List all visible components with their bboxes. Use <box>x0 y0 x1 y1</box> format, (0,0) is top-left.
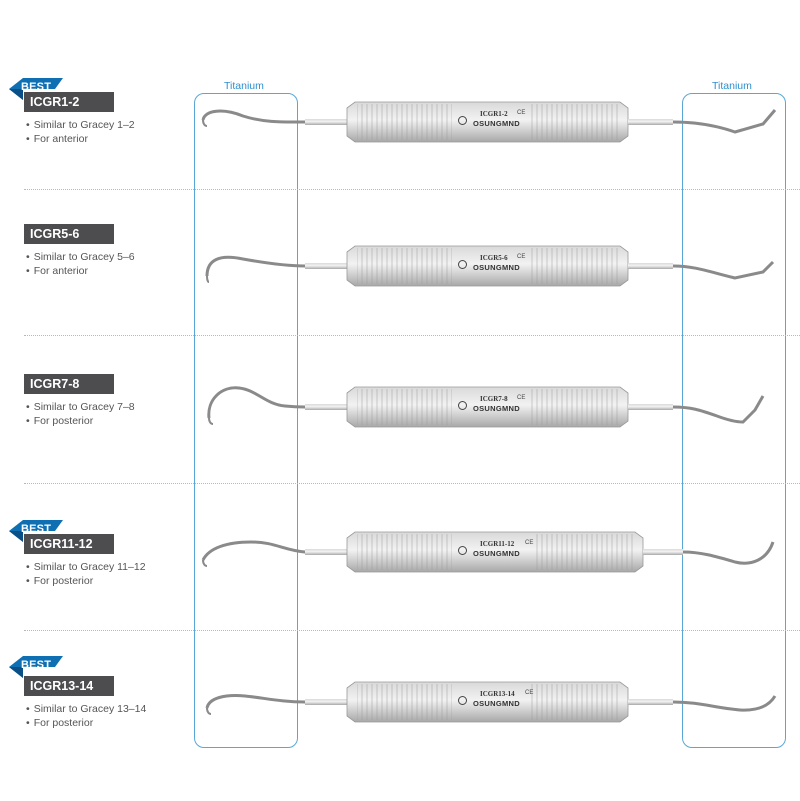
product-bullets: Similar to Gracey 11–12 For posterior <box>26 560 146 588</box>
brand-mark: OSUNGMND <box>473 699 520 708</box>
engraved-code: ICGR1-2 <box>480 110 508 118</box>
gear-logo-icon <box>458 546 467 555</box>
ce-mark: CE <box>517 110 526 116</box>
row-separator <box>24 630 800 631</box>
product-bullets: Similar to Gracey 13–14 For posterior <box>26 702 147 730</box>
brand-mark: OSUNGMND <box>473 404 520 413</box>
ce-mark: CE <box>525 540 534 546</box>
product-code: ICGR5-6 <box>24 224 114 244</box>
bullet-item: Similar to Gracey 5–6 <box>26 250 135 264</box>
bullet-item: For anterior <box>26 132 135 146</box>
bullet-item: For posterior <box>26 574 146 588</box>
best-badge: BEST <box>9 520 63 542</box>
best-badge: BEST <box>9 78 63 100</box>
bullet-item: For posterior <box>26 716 146 730</box>
product-row: ICGR5-6 Similar to Gracey 5–6 For anteri… <box>0 220 800 365</box>
titanium-frame-right <box>682 93 786 748</box>
best-ribbon-icon <box>9 520 63 542</box>
gear-logo-icon <box>458 260 467 269</box>
instrument-image: ICGR11-12 OSUNGMND CE <box>195 522 785 592</box>
product-row: ICGR7-8 Similar to Gracey 7–8 For poster… <box>0 370 800 515</box>
bullet-item: Similar to Gracey 1–2 <box>26 118 135 132</box>
bullet-item: Similar to Gracey 13–14 <box>26 702 147 716</box>
titanium-label-right: Titanium <box>712 80 752 92</box>
product-code: ICGR11-12 <box>24 534 114 554</box>
best-badge-label: BEST <box>21 81 52 93</box>
engraved-code: ICGR11-12 <box>480 540 515 548</box>
product-bullets: Similar to Gracey 5–6 For anterior <box>26 250 135 278</box>
ce-mark: CE <box>517 254 526 260</box>
instrument-image: ICGR13-14 OSUNGMND CE <box>195 668 785 738</box>
product-code: ICGR1-2 <box>24 92 114 112</box>
instrument-image: ICGR5-6 OSUNGMND CE <box>195 226 785 296</box>
bullet-item: For posterior <box>26 414 135 428</box>
product-code: ICGR7-8 <box>24 374 114 394</box>
best-ribbon-icon <box>9 78 63 100</box>
product-row: BEST ICGR13-14 Similar to Gracey 13–14 F… <box>0 656 800 801</box>
best-badge-label: BEST <box>21 659 52 671</box>
gear-logo-icon <box>458 401 467 410</box>
product-row: BEST ICGR11-12 Similar to Gracey 11–12 F… <box>0 520 800 665</box>
row-separator <box>24 189 800 190</box>
brand-mark: OSUNGMND <box>473 549 520 558</box>
brand-mark: OSUNGMND <box>473 119 520 128</box>
gear-logo-icon <box>458 116 467 125</box>
gear-logo-icon <box>458 696 467 705</box>
best-badge-label: BEST <box>21 523 52 535</box>
best-ribbon-icon <box>9 656 63 678</box>
product-bullets: Similar to Gracey 1–2 For anterior <box>26 118 135 146</box>
product-row: BEST ICGR1-2 Similar to Gracey 1–2 For a… <box>0 78 800 223</box>
product-code: ICGR13-14 <box>24 676 114 696</box>
product-bullets: Similar to Gracey 7–8 For posterior <box>26 400 135 428</box>
engraved-code: ICGR13-14 <box>480 690 515 698</box>
titanium-frame-left <box>194 93 298 748</box>
engraved-code: ICGR7-8 <box>480 395 508 403</box>
row-separator <box>24 483 800 484</box>
row-separator <box>24 335 800 336</box>
engraved-code: ICGR5-6 <box>480 254 508 262</box>
bullet-item: Similar to Gracey 7–8 <box>26 400 135 414</box>
titanium-label-left: Titanium <box>224 80 264 92</box>
brand-mark: OSUNGMND <box>473 263 520 272</box>
instrument-image: ICGR7-8 OSUNGMND CE <box>195 374 785 444</box>
bullet-item: Similar to Gracey 11–12 <box>26 560 146 574</box>
instrument-image: ICGR1-2 OSUNGMND CE <box>195 88 785 158</box>
ce-mark: CE <box>517 395 526 401</box>
best-badge: BEST <box>9 656 63 678</box>
bullet-item: For anterior <box>26 264 135 278</box>
ce-mark: CE <box>525 690 534 696</box>
